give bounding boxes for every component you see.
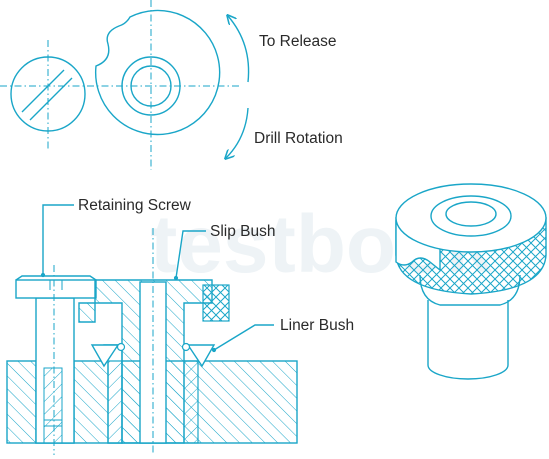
bush-flange-outline [94,9,221,136]
right-lock-triangle [186,344,216,368]
to-release-label: To Release [259,33,337,50]
iso-shank [427,300,509,380]
liner-bush-leader [211,324,274,353]
slip-bush-leader [173,230,206,281]
retaining-screw-leader [40,204,74,278]
liner-bush-right-hatch [183,360,199,444]
slip-bush-label: Slip Bush [210,223,275,240]
left-lock-triangle [90,344,120,368]
top-view: To Release Drill Rotation [0,0,343,170]
iso-neck [419,274,521,306]
section-view: Retaining Screw Slip Bush Liner Bush [6,197,354,455]
slip-bush-flange-left [78,302,96,323]
retaining-screw-label: Retaining Screw [78,197,192,214]
screw-slot [21,69,73,121]
screw-head-chamfer [15,275,97,281]
screw-head [15,279,97,299]
release-arrow [228,16,250,83]
left-lock-ball [116,342,126,352]
knurled-flange [202,284,230,322]
iso-inner-bore [445,201,497,227]
drill-rotation-label: Drill Rotation [254,130,343,147]
liner-bush-label: Liner Bush [280,317,354,334]
isometric-view [395,183,547,380]
right-lock-ball [181,342,191,352]
screw-thread-hatch [43,367,63,444]
rotation-arrow [226,107,249,158]
liner-bush-left-hatch [107,360,123,444]
